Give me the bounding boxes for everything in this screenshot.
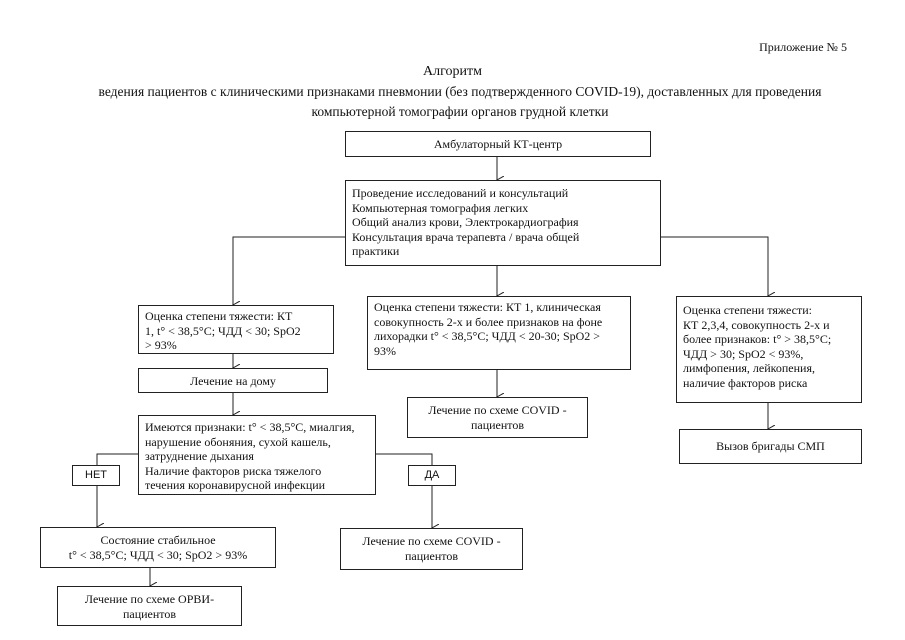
orvi-treatment-line-1: Лечение по схеме ОРВИ-: [84, 592, 215, 606]
severity-left-box: Оценка степени тяжести: КТ 1, t° < 38,5°…: [138, 305, 334, 354]
home-treatment-box: Лечение на дому: [138, 368, 328, 393]
severity-mid-box: Оценка степени тяжести: КТ 1, клиническа…: [367, 296, 631, 370]
ct-center-label: Амбулаторный КТ-центр: [433, 137, 563, 151]
severity-left-line-2: 1, t° < 38,5°С; ЧДД < 30; SpO2: [145, 323, 301, 338]
signs-line-5: течения коронавирусной инфекции: [145, 478, 326, 492]
ambulance-call-box: Вызов бригады СМП: [679, 429, 862, 464]
yes-label: ДА: [424, 469, 440, 481]
stable-state-box: Состояние стабильное t° < 38,5°С; ЧДД < …: [40, 527, 276, 568]
orvi-treatment-line-2: пациентов: [122, 606, 177, 621]
covid-treatment-mid-line-1: Лечение по схеме COVID -: [428, 403, 567, 417]
severity-right-line-4: ЧДД > 30; SpO2 < 93%,: [683, 346, 804, 361]
severity-right-line-1: Оценка степени тяжести:: [683, 303, 812, 317]
severity-mid-line-4: 93%: [374, 343, 396, 358]
home-treatment-label: Лечение на дому: [190, 374, 276, 388]
severity-right-box: Оценка степени тяжести: КТ 2,3,4, совоку…: [676, 296, 862, 403]
page-subtitle: ведения пациентов с клиническими признак…: [98, 84, 822, 119]
appendix-label: Приложение № 5: [759, 40, 847, 54]
covid-treatment-low-line-2: пациентов: [404, 548, 459, 563]
signs-line-1: Имеются признаки: t° < 38,5°С, миалгия,: [145, 420, 355, 434]
severity-right-line-6: наличие факторов риска: [683, 375, 808, 390]
orvi-treatment-box: Лечение по схеме ОРВИ- пациентов: [57, 586, 242, 626]
arrow-exams-to-left: [233, 236, 345, 305]
covid-treatment-mid-line-2: пациентов: [470, 417, 525, 432]
covid-treatment-mid-box: Лечение по схеме COVID - пациентов: [407, 397, 588, 438]
severity-right-line-5: лимфопения, лейкопения,: [683, 361, 815, 375]
severity-mid-line-3: лихорадки t° < 38,5°С; ЧДД < 20-30; SpO2…: [374, 329, 601, 343]
exams-line-3: Общий анализ крови, Электрокардиография: [352, 215, 579, 229]
arrow-exams-to-right: [660, 236, 768, 296]
covid-treatment-low-line-1: Лечение по схеме COVID -: [362, 534, 501, 548]
page-title: Алгоритм: [423, 64, 482, 79]
signs-line-4: Наличие факторов риска тяжелого: [145, 463, 322, 478]
signs-line-3: затруднение дыхания: [145, 449, 254, 463]
ct-center-box: Амбулаторный КТ-центр: [345, 131, 651, 157]
severity-left-line-1: Оценка степени тяжести: КТ: [145, 309, 293, 323]
signs-line-2: нарушение обоняния, сухой кашель,: [145, 434, 331, 449]
covid-treatment-low-box: Лечение по схеме COVID - пациентов: [340, 528, 523, 570]
exams-box: Проведение исследований и консультаций К…: [345, 180, 661, 266]
stable-state-line-1: Состояние стабильное: [100, 533, 216, 547]
no-label: НЕТ: [85, 469, 107, 481]
exams-line-5: практики: [352, 244, 400, 258]
severity-left-line-3: > 93%: [145, 338, 177, 352]
exams-line-1: Проведение исследований и консультаций: [352, 186, 569, 200]
yes-label-box: ДА: [408, 465, 456, 486]
exams-line-2: Компьютерная томография легких: [352, 200, 529, 215]
severity-right-line-2: КТ 2,3,4, совокупность 2-х и: [683, 317, 830, 332]
severity-mid-line-1: Оценка степени тяжести: КТ 1, клиническа…: [374, 300, 601, 314]
exams-line-4: Консультация врача терапевта / врача общ…: [352, 229, 580, 244]
severity-right-line-3: более признаков: t° > 38,5°С;: [683, 332, 832, 346]
no-label-box: НЕТ: [72, 465, 120, 486]
signs-box: Имеются признаки: t° < 38,5°С, миалгия, …: [138, 415, 376, 495]
severity-mid-line-2: совокупность 2-х и более признаков на фо…: [374, 314, 603, 329]
stable-state-line-2: t° < 38,5°С; ЧДД < 30; SpO2 > 93%: [68, 547, 248, 562]
ambulance-call-label: Вызов бригады СМП: [716, 439, 825, 453]
